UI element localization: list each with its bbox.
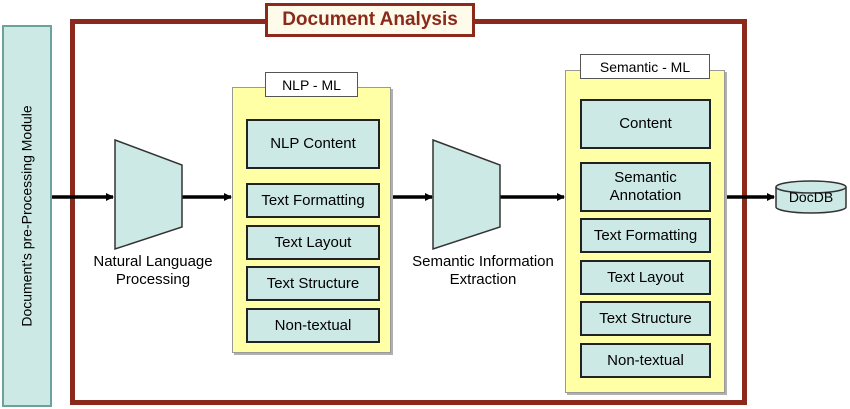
semantic-text-formatting-box: Text Formatting — [580, 218, 711, 253]
semantic-text-layout-box: Text Layout — [580, 260, 711, 295]
frame-title: Document Analysis — [265, 3, 475, 37]
nlp-text-layout-box: Text Layout — [246, 225, 380, 260]
nlp-ml-title: NLP - ML — [265, 72, 358, 97]
docdb-label: DocDB — [788, 189, 834, 205]
nlp-process-caption-line2: Processing — [115, 271, 191, 288]
nlp-process-caption-line1: Natural Language — [93, 253, 213, 270]
semantic-extraction-caption: Semantic Information Extraction — [393, 253, 573, 289]
semantic-text-structure-box: Text Structure — [580, 301, 711, 336]
semantic-extraction-caption-line2: Extraction — [449, 271, 517, 288]
nlp-process-caption: Natural Language Processing — [78, 253, 228, 289]
nlp-content-box: NLP Content — [246, 119, 380, 169]
nlp-non-textual-box: Non-textual — [246, 308, 380, 343]
semantic-annotation-label: Semantic Annotation — [609, 169, 682, 204]
semantic-non-textual-box: Non-textual — [580, 343, 711, 378]
semantic-extraction-caption-line1: Semantic Information — [412, 253, 554, 270]
preprocessing-module: Document's pre-Processing Module — [2, 25, 52, 407]
semantic-content-box: Content — [580, 99, 711, 149]
semantic-annotation-box: Semantic Annotation — [580, 162, 711, 212]
semantic-process-shape — [432, 138, 501, 251]
docdb-cylinder — [775, 180, 847, 214]
nlp-text-structure-box: Text Structure — [246, 266, 380, 301]
nlp-process-shape — [114, 138, 183, 251]
nlp-text-formatting-box: Text Formatting — [246, 183, 380, 218]
semantic-ml-title: Semantic - ML — [580, 54, 710, 79]
